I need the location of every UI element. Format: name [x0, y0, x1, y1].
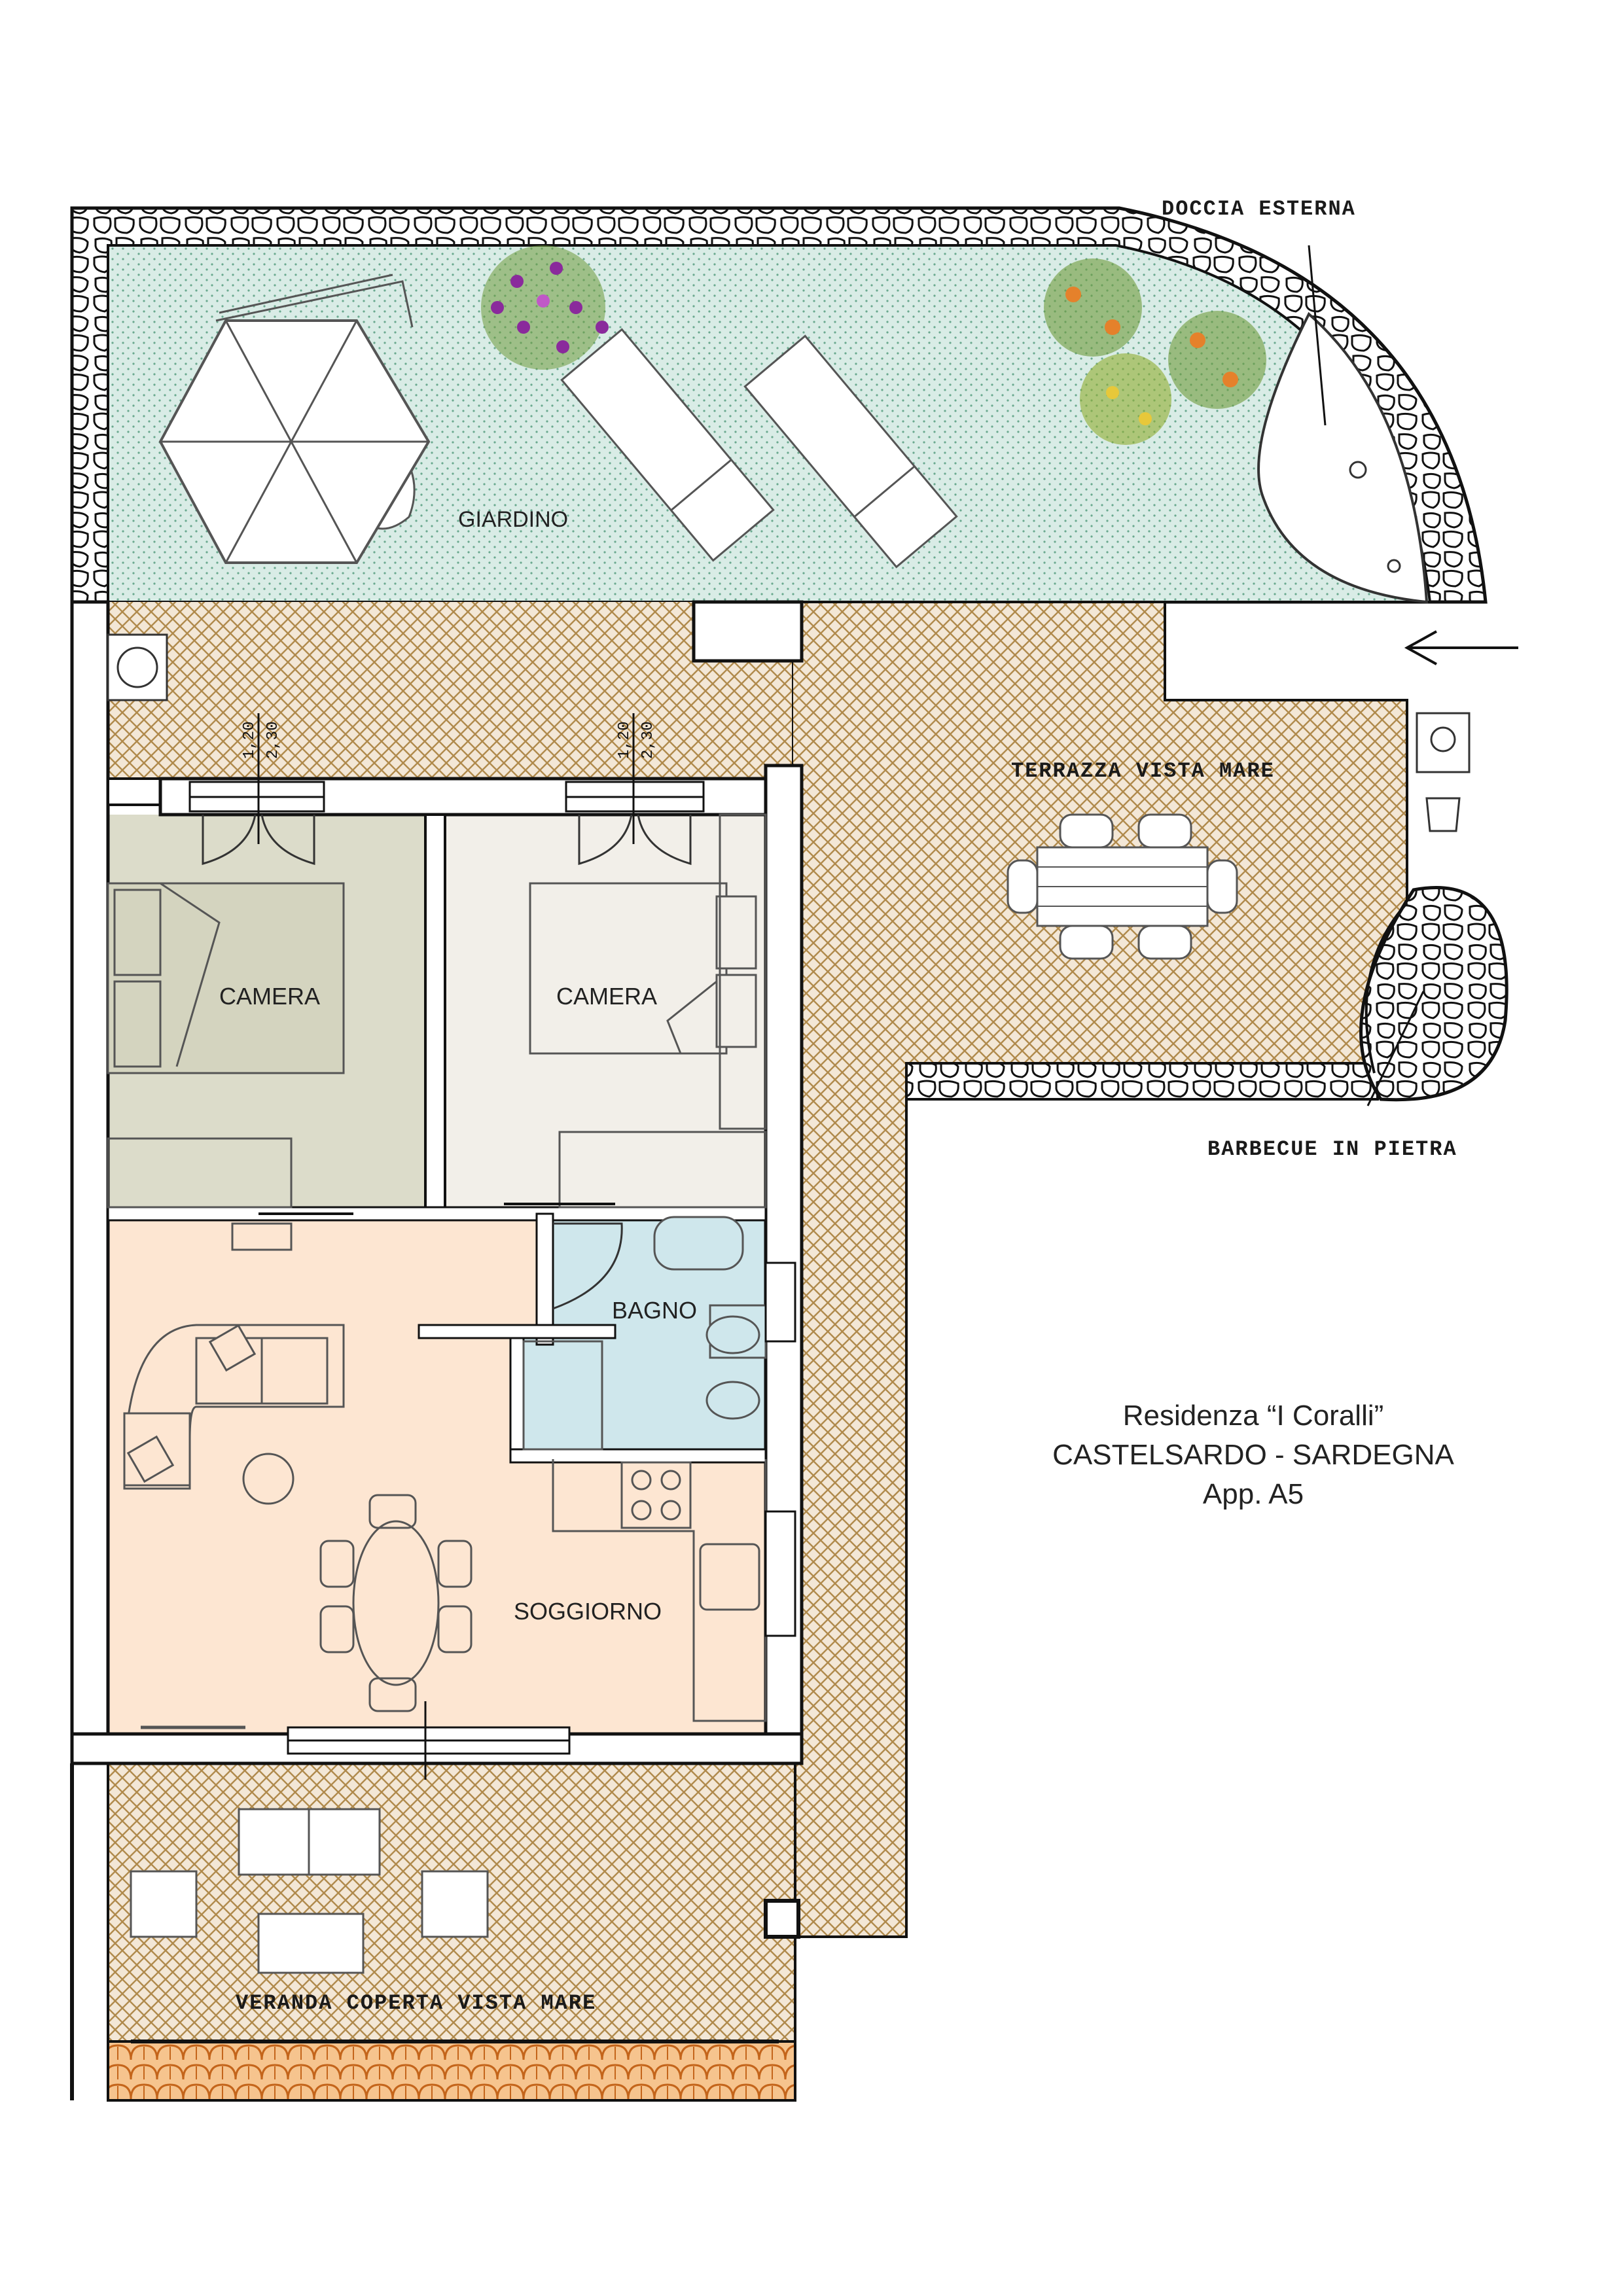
- room-label-garden: GIARDINO: [458, 507, 568, 532]
- window-2-height: 2,30: [639, 721, 657, 759]
- dining-table: [319, 1494, 473, 1712]
- north-walkway-paving: [108, 602, 792, 779]
- room-label-bedroom-2: CAMERA: [556, 983, 657, 1010]
- outdoor-tap-icon: [1425, 797, 1461, 832]
- entry-arrow-icon: [1404, 630, 1518, 665]
- room-label-bathroom: BAGNO: [612, 1297, 697, 1324]
- bed-1: [107, 882, 345, 1209]
- window-2-width: 1,20: [616, 721, 633, 759]
- room-label-bedroom-1: CAMERA: [219, 983, 320, 1010]
- kitchen: [552, 1459, 796, 1722]
- label-veranda: VERANDA COPERTA VISTA MARE: [236, 1991, 596, 2015]
- flower-bush-orange: [1044, 258, 1266, 445]
- radiator: [231, 1222, 293, 1251]
- title-line-3: App. A5: [1203, 1478, 1304, 1510]
- label-outdoor-shower: DOCCIA ESTERNA: [1162, 197, 1356, 221]
- window-1-width: 1,20: [241, 721, 259, 759]
- shower-icon: [1349, 461, 1367, 479]
- flower-bush-purple: [481, 245, 609, 370]
- terrace-dining-set: [1007, 813, 1238, 960]
- umbrella-icon: [158, 274, 431, 564]
- veranda-sliding-door: [287, 1701, 571, 1780]
- label-barbecue: BARBECUE IN PIETRA: [1207, 1137, 1457, 1161]
- outdoor-sink-icon: [1416, 712, 1471, 773]
- title-line-2: CASTELSARDO - SARDEGNA: [1052, 1439, 1454, 1471]
- leader-barbecue: [1366, 991, 1425, 1106]
- sun-lounger-2: [743, 334, 958, 569]
- roof-tiles: [107, 2040, 796, 2102]
- bathroom-fixtures: [522, 1216, 796, 1451]
- title-line-1: Residenza “I Coralli”: [1123, 1400, 1384, 1432]
- french-window-1: [188, 781, 325, 865]
- terrace-stone-wall: [905, 1062, 1379, 1101]
- sun-lounger-1: [560, 328, 775, 562]
- french-window-2: [565, 781, 705, 865]
- room-label-living: SOGGIORNO: [514, 1598, 662, 1625]
- label-terrace: TERRAZZA VISTA MARE: [1011, 759, 1275, 783]
- leader-shower: [1308, 245, 1327, 426]
- shower-drain-icon: [1387, 559, 1401, 573]
- veranda-furniture: [130, 1808, 489, 1974]
- door-bathroom: [552, 1222, 623, 1310]
- outdoor-shower-enclosure: [1257, 311, 1429, 604]
- window-1-height: 2,30: [264, 721, 282, 759]
- sofa: [123, 1324, 345, 1505]
- bed-2: [529, 813, 767, 1209]
